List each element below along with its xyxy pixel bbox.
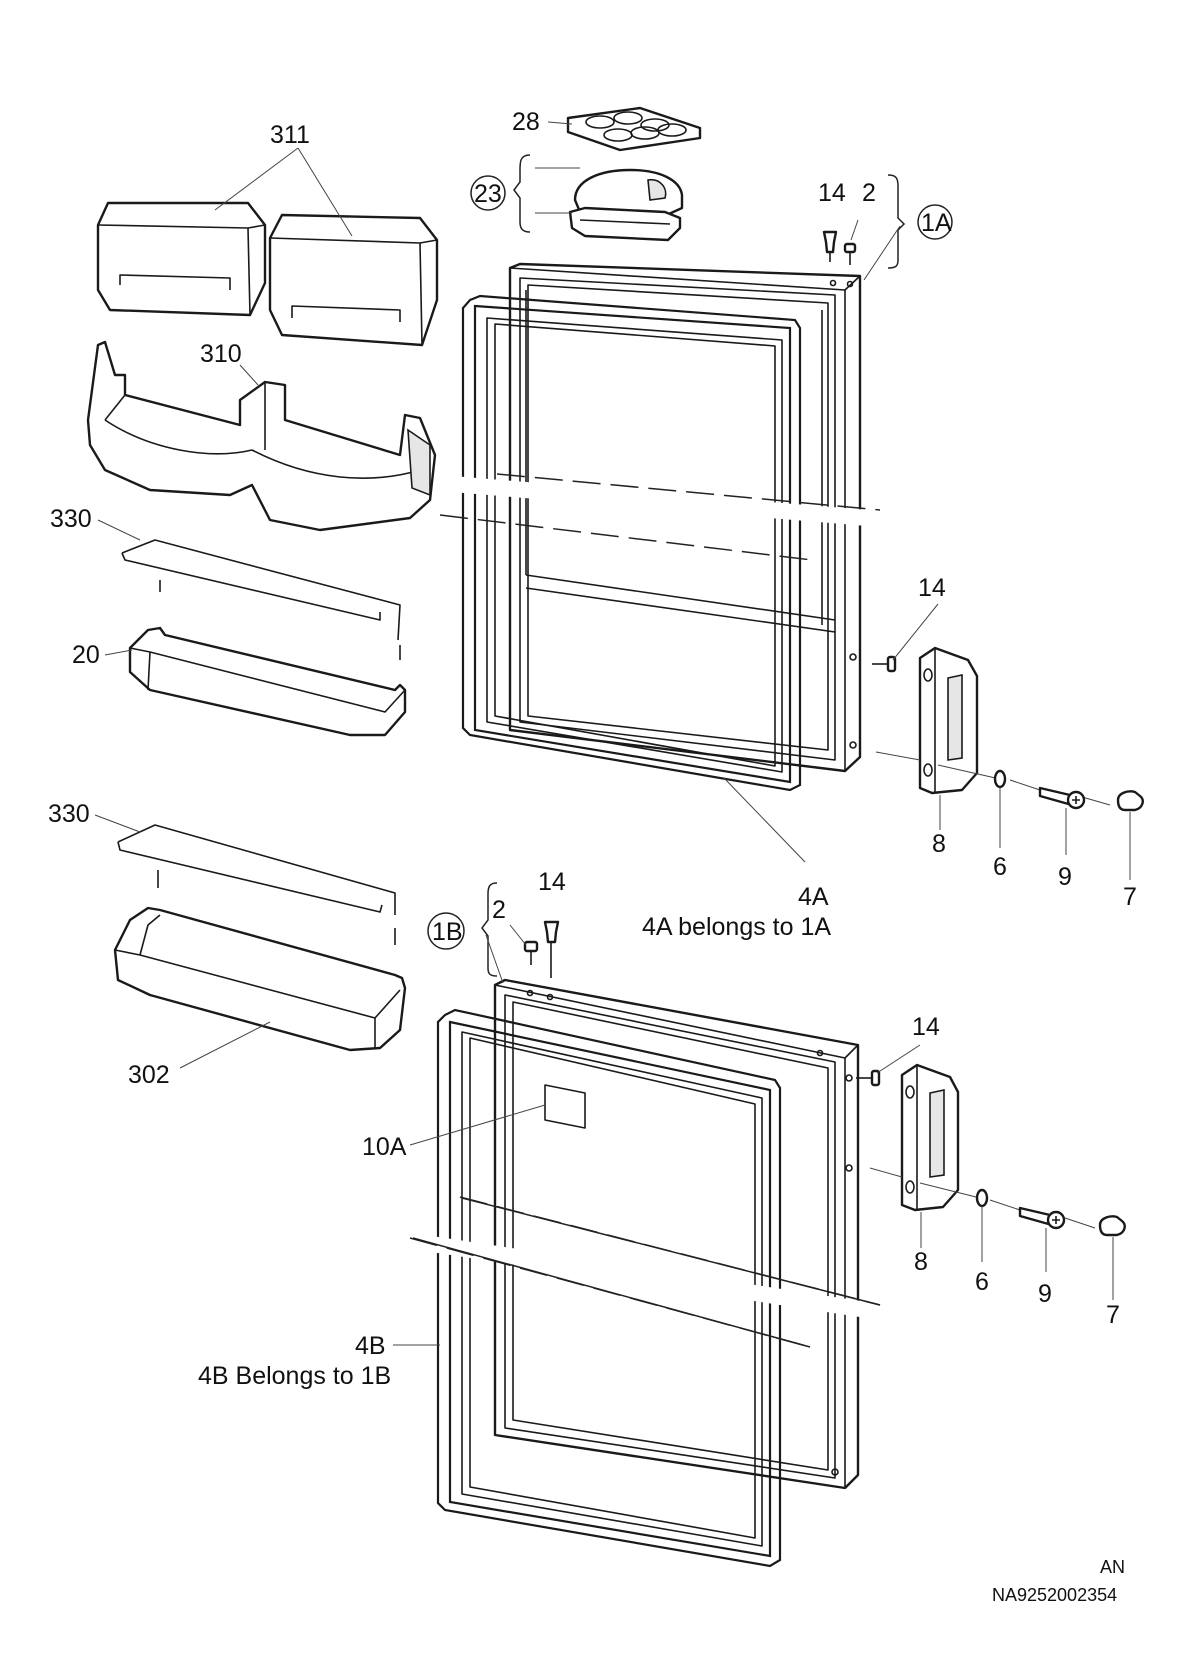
- part-9-screw-1B: [1018, 1206, 1066, 1230]
- label-7-1B: 7: [1106, 1301, 1120, 1329]
- part-7-cap-1A: [1116, 790, 1144, 812]
- label-10A: 10A: [362, 1133, 407, 1161]
- label-14-hinge-1B: 14: [912, 1013, 940, 1041]
- part-14-top-pin-1B: [543, 920, 560, 978]
- part-14-top-pin-1A: [822, 230, 838, 262]
- part-310-door-bin: [86, 340, 437, 532]
- label-4A: 4A: [798, 883, 829, 911]
- label-14-top-1A: 14: [818, 179, 846, 207]
- label-6-1A: 6: [993, 853, 1007, 881]
- label-311: 311: [270, 121, 310, 149]
- part-6-washer-1B: [975, 1188, 989, 1208]
- part-330-wire-rail-lower: [117, 824, 396, 945]
- label-20: 20: [72, 641, 100, 669]
- label-14-top-1B: 14: [538, 868, 566, 896]
- part-1A-freezer-door: [461, 262, 862, 792]
- part-330-wire-rail-upper: [121, 539, 401, 660]
- label-8-1B: 8: [914, 1248, 928, 1276]
- reference-code-number: NA9252002354: [992, 1585, 1117, 1605]
- label-8-1A: 8: [932, 830, 946, 858]
- part-14-hinge-pin-1B: [856, 1069, 881, 1087]
- note-4B-belongs-to-1B: 4B Belongs to 1B: [198, 1362, 391, 1390]
- part-2-top-screw-1A: [843, 242, 857, 265]
- label-1A: 1A: [921, 209, 952, 237]
- reference-code-an: AN: [1100, 1557, 1125, 1577]
- part-14-hinge-pin-1A: [872, 655, 897, 673]
- label-9-1B: 9: [1038, 1280, 1052, 1308]
- label-1B: 1B: [432, 918, 463, 946]
- label-7-1A: 7: [1123, 883, 1137, 911]
- label-6-1B: 6: [975, 1268, 989, 1296]
- part-9-screw-1A: [1038, 786, 1086, 810]
- label-310: 310: [200, 340, 242, 368]
- label-4B: 4B: [355, 1332, 386, 1360]
- part-302-door-shelf: [113, 906, 407, 1052]
- part-8-handle-1A: [918, 646, 979, 795]
- part-1B-refrigerator-door: [436, 978, 860, 1568]
- label-2-top-1B: 2: [492, 896, 506, 924]
- label-330-lower: 330: [48, 800, 90, 828]
- part-7-cap-1B: [1098, 1215, 1126, 1237]
- part-8-handle-1B: [900, 1063, 960, 1212]
- label-23: 23: [474, 180, 502, 208]
- label-2-top-1A: 2: [862, 179, 876, 207]
- label-302: 302: [128, 1061, 170, 1089]
- part-28-egg-tray: [566, 106, 702, 152]
- label-9-1A: 9: [1058, 863, 1072, 891]
- label-28: 28: [512, 108, 540, 136]
- part-20-door-shelf: [128, 626, 407, 737]
- part-6-washer-1A: [993, 769, 1007, 789]
- part-311-dairy-covers: [96, 201, 439, 347]
- part-23-butter-compartment: [568, 168, 684, 242]
- label-14-hinge-1A: 14: [918, 574, 946, 602]
- part-2-top-screw-1B: [523, 940, 539, 965]
- label-330-upper: 330: [50, 505, 92, 533]
- note-4A-belongs-to-1A: 4A belongs to 1A: [642, 913, 831, 941]
